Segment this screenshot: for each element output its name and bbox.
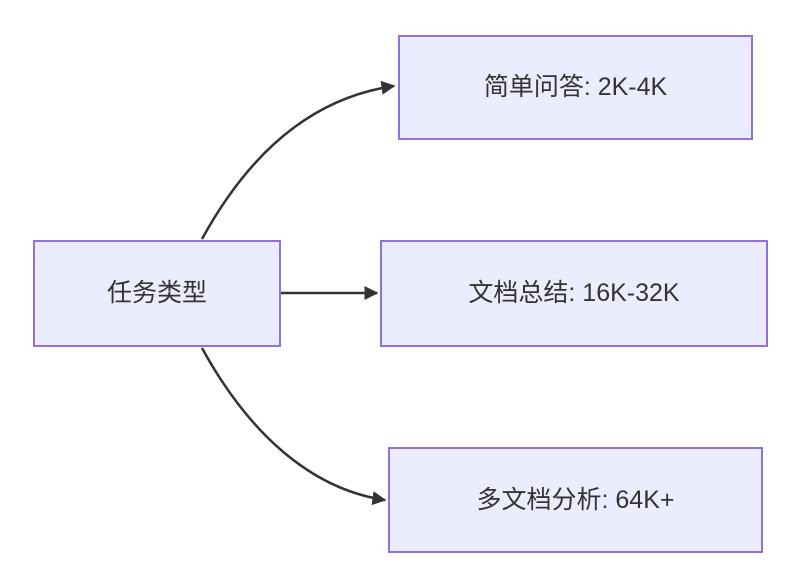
node-task-type: 任务类型 [33,240,281,347]
node-multi-doc-analysis-label: 多文档分析: 64K+ [476,485,675,514]
node-doc-summary: 文档总结: 16K-32K [380,240,768,347]
node-doc-summary-label: 文档总结: 16K-32K [468,279,680,308]
node-simple-qa: 简单问答: 2K-4K [398,35,753,140]
edge-task-type-to-multi-doc-analysis [200,347,387,506]
node-task-type-label: 任务类型 [106,279,207,308]
node-simple-qa-label: 简单问答: 2K-4K [483,73,668,102]
node-multi-doc-analysis: 多文档分析: 64K+ [388,447,763,553]
edge-task-type-to-simple-qa [200,80,396,240]
